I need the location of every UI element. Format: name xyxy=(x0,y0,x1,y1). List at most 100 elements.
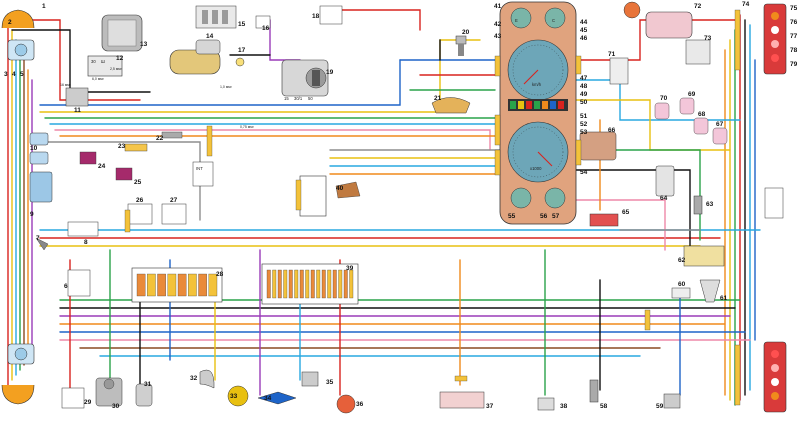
fuse-65 xyxy=(589,213,619,227)
sensor-22 xyxy=(161,131,183,139)
switch-73 xyxy=(685,39,711,65)
switch-71 xyxy=(609,57,629,85)
component-label-70: 70 xyxy=(660,95,668,102)
component-label-61: 61 xyxy=(720,295,728,302)
sensor-23 xyxy=(124,143,148,152)
fuses39-fuse xyxy=(349,269,354,299)
component-label-56: 56 xyxy=(540,213,548,220)
sensor-64 xyxy=(655,165,675,197)
component-label-67: 67 xyxy=(716,121,724,128)
connector-38 xyxy=(537,397,555,411)
component-label-10: 10 xyxy=(30,145,38,152)
component-label-69: 69 xyxy=(688,91,696,98)
component-label-13: 13 xyxy=(140,41,148,48)
heater-motor-72 xyxy=(623,1,693,39)
sensor-59 xyxy=(663,393,681,409)
motor-33 xyxy=(227,385,249,407)
component-label-7: 7 xyxy=(36,235,40,242)
oil-gauge xyxy=(510,187,532,209)
component-label-29: 29 xyxy=(84,399,92,406)
starter-motor xyxy=(169,39,221,75)
fuses28-fuse xyxy=(157,273,166,297)
lamp-68 xyxy=(693,117,709,135)
battery xyxy=(87,55,123,77)
terminal-30-1: 30/1 xyxy=(294,96,303,101)
left-headlight-bottom xyxy=(1,343,35,405)
component-label-50: 50 xyxy=(580,99,588,106)
fuses39-fuse xyxy=(294,269,299,299)
wire-label-5: 16 мм² xyxy=(60,83,72,87)
relay-18 xyxy=(319,5,343,25)
fuses28-fuse xyxy=(188,273,197,297)
sensor-63 xyxy=(693,195,703,215)
component-label-3: 3 xyxy=(4,71,8,78)
component-label-31: 31 xyxy=(144,381,152,388)
component-label-54: 54 xyxy=(580,169,588,176)
component-label-79: 79 xyxy=(790,61,798,68)
component-label-17: 17 xyxy=(238,47,246,54)
temp-gauge xyxy=(544,7,566,29)
fuses39-fuse xyxy=(327,269,332,299)
component-label-41: 41 xyxy=(494,3,502,10)
component-label-55: 55 xyxy=(508,213,516,220)
fuses39-fuse xyxy=(338,269,343,299)
component-label-52: 52 xyxy=(580,121,588,128)
component-label-57: 57 xyxy=(552,213,560,220)
lamp-69 xyxy=(679,97,695,115)
component-label-20: 20 xyxy=(462,29,470,36)
fuse-block-39 xyxy=(261,263,359,305)
component-label-19: 19 xyxy=(326,69,334,76)
wire-label-2: 0,75 мм² xyxy=(240,125,255,129)
component-label-66: 66 xyxy=(608,127,616,134)
lamp-70 xyxy=(654,102,670,120)
component-label-4: 4 xyxy=(12,71,16,78)
component-label-75: 75 xyxy=(790,5,798,12)
component-label-24: 24 xyxy=(98,163,106,170)
speedometer-unit: km/h xyxy=(532,82,542,87)
component-label-35: 35 xyxy=(326,379,334,386)
terminal-50: 50 xyxy=(308,96,313,101)
component-label-71: 71 xyxy=(608,51,616,58)
fuel-gauge xyxy=(510,7,532,29)
component-label-18: 18 xyxy=(312,13,320,20)
bulb-17 xyxy=(235,57,245,67)
right-taillight-bottom xyxy=(763,341,787,413)
component-label-40: 40 xyxy=(336,185,344,192)
lamp-24 xyxy=(79,151,97,165)
fuses39-fuse xyxy=(299,269,304,299)
component-label-73: 73 xyxy=(704,35,712,42)
component-label-26: 26 xyxy=(136,197,144,204)
fuses39-fuse xyxy=(272,269,277,299)
lamp-25 xyxy=(115,167,133,181)
sensor-31 xyxy=(135,383,153,407)
alternator xyxy=(101,14,143,52)
gauge-label-c: C xyxy=(552,18,555,23)
component-label-22: 22 xyxy=(156,135,164,142)
switch-60 xyxy=(671,287,691,299)
wire-label-4: 6,0 мм² xyxy=(92,77,105,81)
component-label-77: 77 xyxy=(790,33,798,40)
component-label-43: 43 xyxy=(494,33,502,40)
sensor-58 xyxy=(589,379,599,403)
fuses39-fuse xyxy=(277,269,282,299)
clock-66 xyxy=(579,131,617,161)
fuses28-fuse xyxy=(136,273,146,297)
relay-26 xyxy=(127,203,153,225)
fuses39-fuse xyxy=(266,269,271,299)
ignition-switch xyxy=(281,59,329,97)
component-label-38: 38 xyxy=(560,403,568,410)
washer-34 xyxy=(257,391,297,405)
fuses28-fuse xyxy=(147,273,156,297)
relay-35 xyxy=(301,371,319,387)
instrument-cluster: E C km/h x1000 xyxy=(499,1,577,225)
terminal-30: 30 xyxy=(91,59,96,64)
component-label-65: 65 xyxy=(622,209,630,216)
component-label-28: 28 xyxy=(216,271,224,278)
horn-32 xyxy=(199,369,215,389)
lamp-67 xyxy=(712,127,728,145)
component-label-25: 25 xyxy=(134,179,142,186)
voltmeter xyxy=(544,187,566,209)
component-label-36: 36 xyxy=(356,401,364,408)
component-label-45: 45 xyxy=(580,27,588,34)
